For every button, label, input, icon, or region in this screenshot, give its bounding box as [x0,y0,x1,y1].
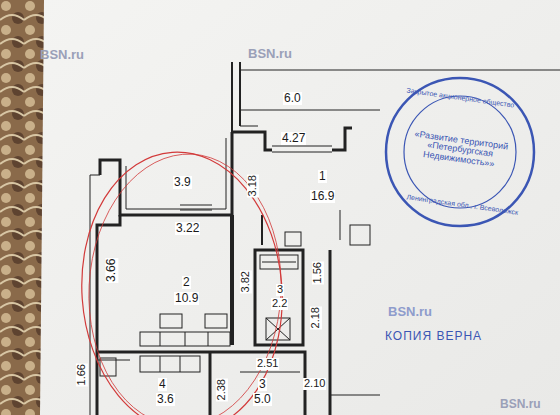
dimension-label: 6.0 [283,92,302,105]
dimension-label: 2.10 [303,378,326,390]
dimension-label: 1.56 [312,261,324,284]
dimension-label: 2.2 [271,298,288,310]
watermark: BSN.ru [40,48,84,62]
watermark: BSN.ru [500,398,541,411]
dimension-label: 10.9 [174,292,199,305]
dimension-label: 3.9 [173,176,192,189]
dimension-label: 3.18 [247,174,259,197]
dimension-label: 4 [158,378,167,391]
dimension-label: 2 [182,276,191,289]
watermark: BSN.ru [248,47,292,61]
dimension-label: 1.66 [76,363,88,386]
dimension-label: 3 [258,378,267,391]
dimension-label: 2.51 [256,358,279,370]
dimension-label: 3.22 [175,222,200,235]
watermark: BSN.ru [388,305,432,319]
stamp-text: КОПИЯ ВЕРНА [385,330,482,343]
dimension-label: 3.82 [240,270,252,293]
dimension-label: 3.6 [156,393,175,406]
dimension-label: 16.9 [310,190,335,203]
dimension-label: 4.27 [281,132,306,145]
dimension-label: 3.66 [105,258,118,283]
dimension-label: 2.38 [216,378,228,401]
dimension-label: 1 [318,170,327,183]
dimension-label: 2.18 [310,306,322,329]
dimension-label: 5.0 [253,393,272,406]
dimension-label: 3 [276,284,284,296]
